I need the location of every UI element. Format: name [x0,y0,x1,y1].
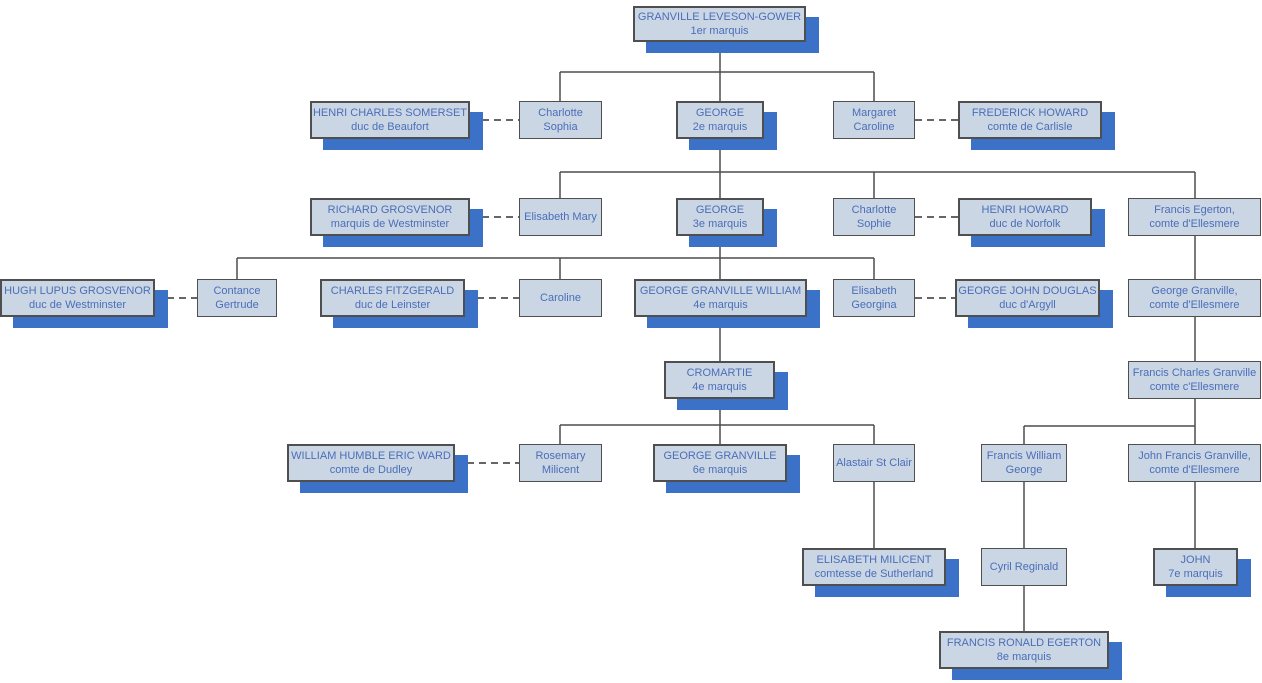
person-name: Elisabeth [851,285,897,297]
person-name: CROMARTIE [686,367,753,379]
node-john-francis-granville: John Francis Granville, comte d'Ellesmer… [1128,444,1261,482]
node-caroline: Caroline [519,279,602,317]
person-name: Margaret [851,107,897,119]
person-title: 6e marquis [692,464,748,476]
person-title: comte de Carlisle [987,121,1073,133]
connector-francis-charles-children [1023,399,1196,444]
person-title: 7e marquis [1168,568,1223,580]
person-title: marquis de Westminster [330,218,450,230]
person-name: Cyril Reginald [989,561,1059,573]
person-title: 3e marquis [692,218,748,230]
person-name: GEORGE [695,204,745,216]
person-name: Contance [213,285,261,297]
node-george-granville-6e: GEORGE GRANVILLE 6e marquis [653,444,787,482]
person-name-2: Gertrude [215,299,259,311]
person-name: John Francis Granville, [1138,450,1251,462]
person-name: Francis Egerton, [1154,204,1235,216]
person-name: WILLIAM HUMBLE ERIC WARD [291,450,451,462]
person-name: GEORGE JOHN DOUGLAS [958,285,1097,297]
person-name-2: Sophie [856,218,892,230]
person-name: Rosemary [535,450,586,462]
node-hugh-lupus-grosvenor: HUGH LUPUS GROSVENOR duc de Westminster [0,279,155,317]
node-george-2e-marquis: GEORGE 2e marquis [676,101,764,139]
node-charles-fitzgerald: CHARLES FITZGERALD duc de Leinster [320,279,465,317]
node-rosemary-milicent: Rosemary Milicent [519,444,602,482]
node-henri-howard: HENRI HOWARD duc de Norfolk [958,198,1092,236]
person-title: duc d'Argyll [999,299,1056,311]
person-name: Charlotte [851,204,897,216]
person-title: 8e marquis [996,651,1052,663]
person-title: 4e marquis [692,381,747,393]
node-george-john-douglas: GEORGE JOHN DOUGLAS duc d'Argyll [955,279,1100,317]
node-charlotte-sophie: Charlotte Sophie [833,198,915,236]
person-title: comte d'Ellesmere [1149,218,1240,230]
connector-gen2-children [559,139,1196,198]
person-name: GEORGE GRANVILLE [663,450,777,462]
node-richard-grosvenor: RICHARD GROSVENOR marquis de Westminster [310,198,470,236]
person-title: 2e marquis [692,121,748,133]
person-title: 4e marquis [693,299,748,311]
connector-gen1-children [559,42,875,101]
node-francis-charles-granville: Francis Charles Granville comte c'Ellesm… [1128,361,1261,399]
node-elisabeth-georgina: Elisabeth Georgina [833,279,915,317]
person-name-2: Caroline [853,121,895,133]
node-george-3e-marquis: GEORGE 3e marquis [676,198,764,236]
person-name: ELISABETH MILICENT [816,554,932,566]
person-title: comtesse de Sutherland [814,568,934,580]
person-name: HUGH LUPUS GROSVENOR [4,285,151,297]
node-george-granville-ellesmere: George Granville, comte d'Ellesmere [1128,279,1261,317]
person-title: duc de Beaufort [351,121,429,133]
person-name: Francis William [986,450,1062,462]
person-name: GEORGE GRANVILLE WILLIAM [639,285,802,297]
person-name-2: Sophia [543,121,578,133]
node-contance-gertrude: Contance Gertrude [197,279,277,317]
node-william-humble-eric-ward: WILLIAM HUMBLE ERIC WARD comte de Dudley [287,444,455,482]
person-name-2: Georgina [851,299,897,311]
node-francis-william-george: Francis William George [981,444,1067,482]
node-elisabeth-milicent: ELISABETH MILICENT comtesse de Sutherlan… [802,548,946,586]
person-name-2: Milicent [541,464,580,476]
connector-gen3-children [236,236,875,279]
person-name: JOHN [1180,554,1211,566]
node-john-7e-marquis: JOHN 7e marquis [1153,548,1238,586]
person-name: Elisabeth Mary [524,211,597,223]
person-name: HENRI HOWARD [981,204,1069,216]
person-title: comte de Dudley [329,464,413,476]
person-title: comte d'Ellesmere [1149,299,1240,311]
person-name: Alastair St Clair [836,457,912,469]
person-name: Charlotte [538,107,583,119]
node-cyril-reginald: Cyril Reginald [981,548,1067,586]
node-francis-ronald-egerton: FRANCIS RONALD EGERTON 8e marquis [939,631,1109,669]
person-title: comte d'Ellesmere [1149,464,1240,476]
node-alastair-st-clair: Alastair St Clair [833,444,915,482]
person-name: CHARLES FITZGERALD [330,285,455,297]
person-title: 1er marquis [690,25,749,37]
person-name: GRANVILLE LEVESON-GOWER [637,11,802,23]
person-name: GEORGE [695,107,745,119]
person-name: FREDERICK HOWARD [971,107,1089,119]
node-margaret-caroline: Margaret Caroline [833,101,915,139]
person-name: Francis Charles Granville [1132,367,1257,379]
person-name: Caroline [540,292,581,304]
node-granville-leveson-gower: GRANVILLE LEVESON-GOWER 1er marquis [633,6,806,42]
node-frederick-howard: FREDERICK HOWARD comte de Carlisle [958,101,1102,139]
person-title: duc de Norfolk [989,218,1061,230]
person-name: RICHARD GROSVENOR [327,204,453,216]
node-charlotte-sophia: Charlotte Sophia [519,101,602,139]
person-title: duc de Leinster [354,299,431,311]
node-elisabeth-mary: Elisabeth Mary [519,198,602,236]
node-francis-egerton: Francis Egerton, comte d'Ellesmere [1128,198,1261,236]
person-name-2: George [1005,464,1043,476]
person-title: comte c'Ellesmere [1149,381,1240,393]
person-title: duc de Westminster [28,299,126,311]
person-name: HENRI CHARLES SOMERSET [312,107,468,119]
node-cromartie: CROMARTIE 4e marquis [664,361,775,399]
person-name: George Granville, [1151,285,1238,297]
node-george-granville-william: GEORGE GRANVILLE WILLIAM 4e marquis [634,279,807,317]
node-henri-charles-somerset: HENRI CHARLES SOMERSET duc de Beaufort [310,101,470,139]
person-name: FRANCIS RONALD EGERTON [946,637,1102,649]
connector-cromartie-children [559,399,875,444]
